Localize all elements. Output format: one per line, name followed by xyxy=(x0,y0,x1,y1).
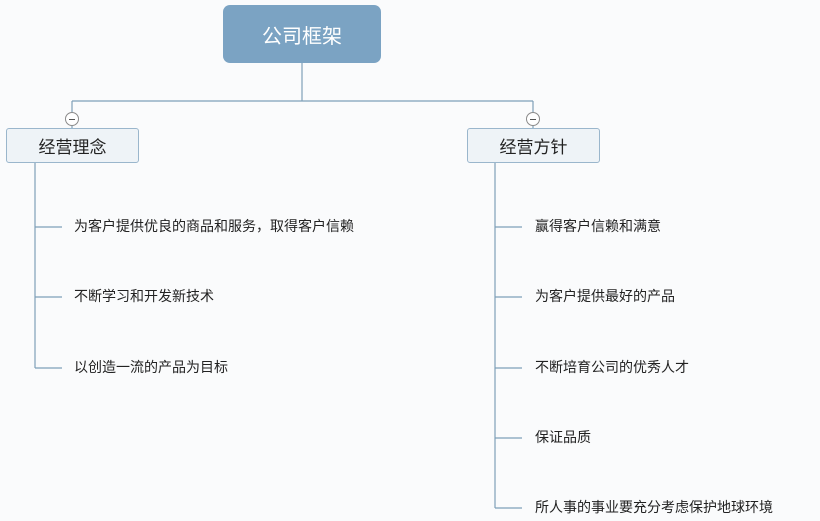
collapse-branch-2-icon[interactable] xyxy=(526,112,540,126)
leaf-topic[interactable]: 不断培育公司的优秀人才 xyxy=(535,360,689,376)
leaf-topic[interactable]: 不断学习和开发新技术 xyxy=(74,289,214,305)
leaf-topic[interactable]: 赢得客户信赖和满意 xyxy=(535,219,661,235)
leaf-topic[interactable]: 以创造一流的产品为目标 xyxy=(74,360,228,376)
leaf-topic[interactable]: 为客户提供最好的产品 xyxy=(535,289,675,305)
collapse-branch-1-icon[interactable] xyxy=(65,112,79,126)
leaf-topic[interactable]: 保证品质 xyxy=(535,430,591,446)
leaf-topic[interactable]: 所人事的事业要充分考虑保护地球环境 xyxy=(535,500,773,516)
branch-topic-business-philosophy[interactable]: 经营理念 xyxy=(6,128,139,163)
branch-topic-business-policy[interactable]: 经营方针 xyxy=(467,128,600,163)
leaf-topic[interactable]: 为客户提供优良的商品和服务，取得客户信赖 xyxy=(74,219,354,235)
root-topic[interactable]: 公司框架 xyxy=(223,5,381,63)
